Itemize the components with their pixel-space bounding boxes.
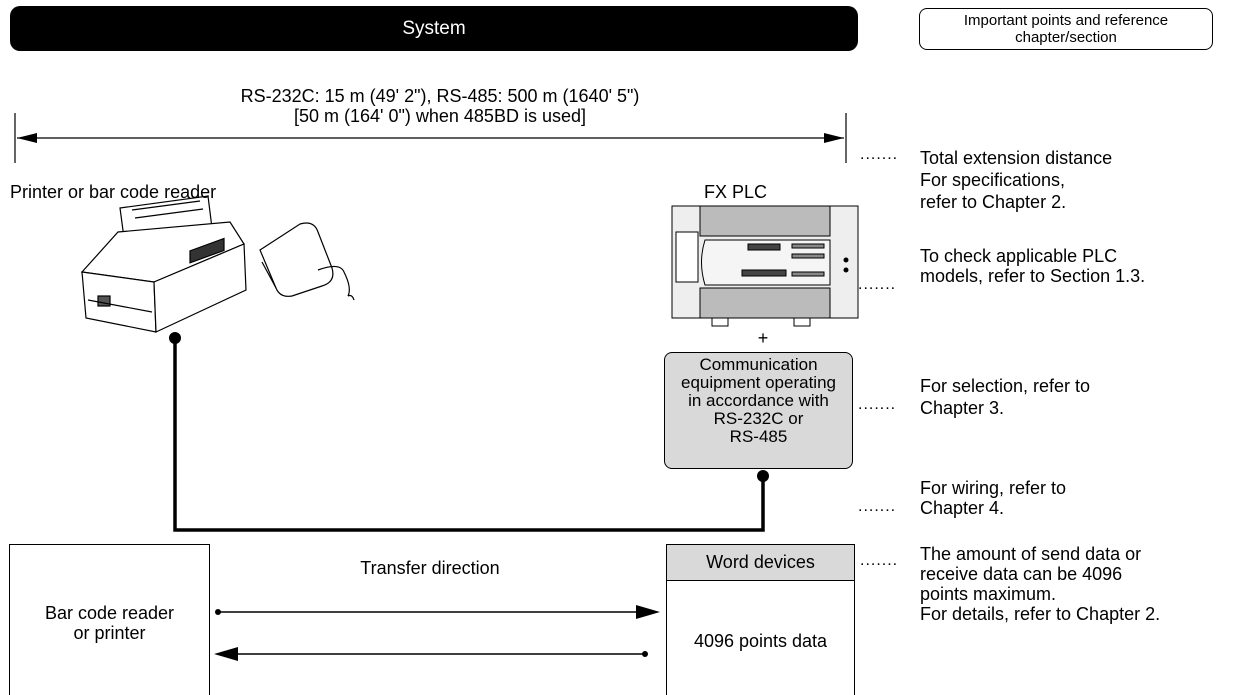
cable-end-comm	[757, 470, 769, 482]
note-selection-1: For selection, refer to	[920, 376, 1090, 396]
note-data-1: The amount of send data or	[920, 544, 1141, 564]
dots-data: .......	[860, 552, 898, 570]
printer-reader-label: Printer or bar code reader	[10, 182, 216, 202]
comm-line2: equipment operating	[665, 374, 852, 392]
note-wiring-1: For wiring, refer to	[920, 478, 1066, 498]
note-data-3: points maximum.	[920, 584, 1056, 604]
dimension-arrow-left-icon	[17, 133, 37, 143]
note-models-2: models, refer to Section 1.3.	[920, 266, 1145, 286]
plus-sign: +	[752, 328, 774, 348]
word-devices-box: Word devices 4096 points data	[666, 544, 855, 695]
cable-end-printer	[169, 332, 181, 344]
comm-line5: RS-485	[665, 428, 852, 446]
barcode-printer-line1: Bar code reader	[10, 603, 209, 623]
comm-line3: in accordance with	[665, 392, 852, 410]
printer-icon	[82, 196, 246, 332]
note-data-2: receive data can be 4096	[920, 564, 1122, 584]
fx-plc-label: FX PLC	[704, 182, 767, 202]
note-selection-2: Chapter 3.	[920, 398, 1004, 418]
communication-equipment-box: Communication equipment operating in acc…	[664, 352, 853, 469]
dots-models: .......	[858, 276, 896, 294]
word-devices-header: Word devices	[667, 545, 854, 581]
arrow-right-icon	[636, 605, 660, 619]
dots-extension: .......	[860, 146, 898, 164]
transfer-direction-label: Transfer direction	[290, 558, 570, 578]
note-models-1: To check applicable PLC	[920, 246, 1117, 266]
note-extension-3: refer to Chapter 2.	[920, 192, 1066, 212]
transfer-arrow-right-origin	[215, 609, 221, 615]
barcode-reader-icon	[260, 223, 354, 300]
note-extension-1: Total extension distance	[920, 148, 1112, 168]
arrow-left-icon	[214, 647, 238, 661]
fx-plc-icon	[672, 206, 858, 326]
barcode-printer-box: Bar code reader or printer	[9, 544, 210, 695]
note-wiring-2: Chapter 4.	[920, 498, 1004, 518]
word-devices-body: 4096 points data	[667, 631, 854, 651]
comm-line4: RS-232C or	[665, 410, 852, 428]
dots-selection: .......	[858, 396, 896, 414]
note-extension-2: For specifications,	[920, 170, 1065, 190]
note-data-4: For details, refer to Chapter 2.	[920, 604, 1160, 624]
transfer-arrow-left-origin	[642, 651, 648, 657]
dots-wiring: .......	[858, 498, 896, 516]
barcode-printer-line2: or printer	[10, 623, 209, 643]
dimension-arrow-right-icon	[824, 133, 844, 143]
comm-line1: Communication	[665, 356, 852, 374]
